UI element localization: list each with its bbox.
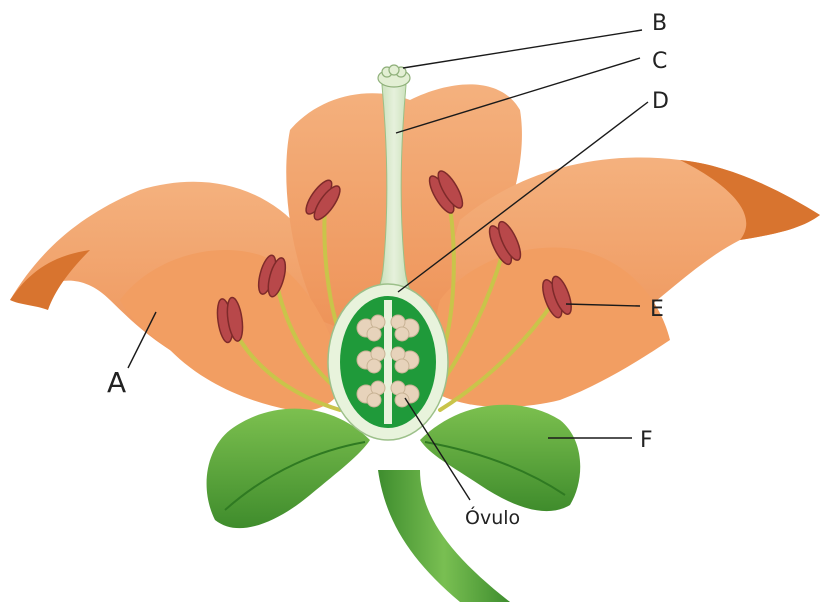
label-d: D [652,89,669,114]
sepal-right [420,405,580,511]
leader-b [403,30,642,68]
label-c: C [652,49,667,74]
label-ovulo: Óvulo [465,505,520,529]
label-f: F [640,428,653,453]
label-a: A [107,366,126,399]
label-e: E [650,297,664,322]
ovary-septum [384,300,392,424]
label-b: B [652,11,667,36]
sepal-left [207,409,370,529]
